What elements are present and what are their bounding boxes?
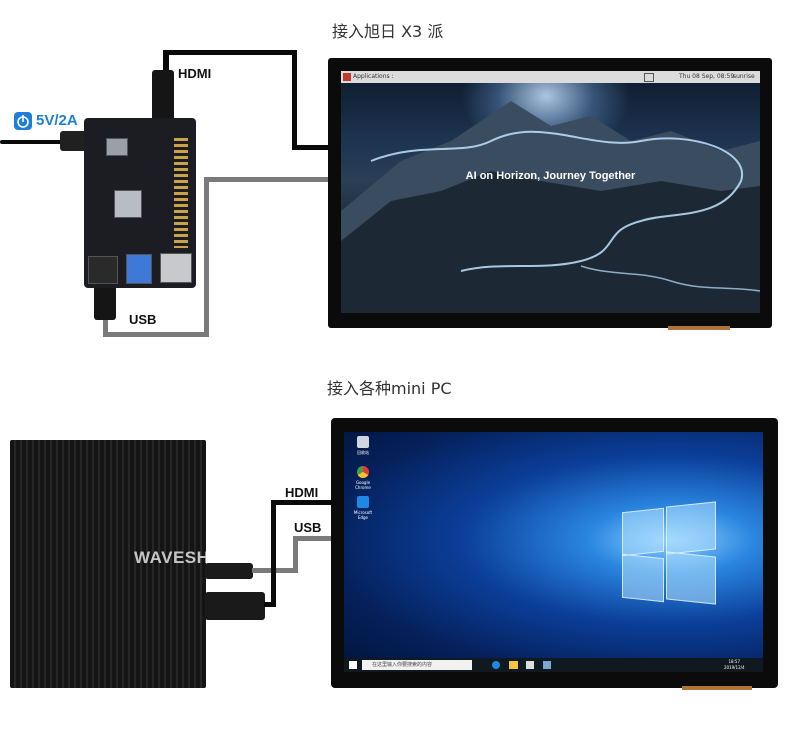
clock-date: 2019/12/4 <box>724 665 745 670</box>
chrome-icon <box>357 466 369 478</box>
windows-logo-pane <box>666 551 716 605</box>
applications-menu[interactable]: Applications : <box>353 73 394 80</box>
windows-logo-pane <box>622 553 664 603</box>
power-label: 5V/2A <box>36 112 78 129</box>
hdmi-label-bottom: HDMI <box>285 485 319 500</box>
gpio-header <box>174 138 188 248</box>
fpc-connector-bottom <box>682 686 752 690</box>
desktop-icon-label: Google Chrome <box>355 480 371 490</box>
taskbar: 在这里输入你要搜索的内容 18:57 2019/12/4 <box>344 658 763 672</box>
recycle-bin-icon <box>357 436 369 448</box>
mountain-range <box>341 101 760 313</box>
windows-logo-pane <box>622 507 664 557</box>
mini-pc <box>10 440 206 688</box>
soc-chip <box>114 190 142 218</box>
power-icon <box>14 112 32 130</box>
desktop-icon-edge[interactable]: Microsoft Edge <box>350 496 376 520</box>
desktop-icon-label: Microsoft Edge <box>353 510 373 520</box>
bottom-section-title: 接入各种mini PC <box>327 379 452 398</box>
hdmi-cable-top-segment <box>292 50 297 149</box>
taskbar-search-box[interactable]: 在这里输入你要搜索的内容 <box>362 660 472 670</box>
usb-cable-top-segment <box>204 177 209 337</box>
watermark-text: WAVESHARE <box>134 548 247 567</box>
hdmi-cable-top-segment <box>163 50 297 55</box>
start-button-icon[interactable] <box>349 661 357 669</box>
app-menu-icon[interactable] <box>343 73 351 81</box>
hdmi-label-top: HDMI <box>178 66 212 81</box>
power-plug <box>60 131 90 151</box>
ethernet-port <box>160 253 192 283</box>
edge-taskbar-icon[interactable] <box>492 661 500 669</box>
usb3-port <box>126 254 152 284</box>
hdmi-plug-bottom <box>205 592 265 620</box>
edge-icon <box>357 496 369 508</box>
hdmi-cable-bottom-segment <box>271 500 333 505</box>
x3-pi-board <box>84 118 196 288</box>
fpc-connector-top <box>668 326 730 330</box>
desktop-icon-recycle-bin[interactable]: 回收站 <box>350 436 376 456</box>
desktop-icon-chrome[interactable]: Google Chrome <box>350 466 376 490</box>
usb-label-top: USB <box>129 312 157 327</box>
user-menu[interactable]: sunrise <box>733 73 755 80</box>
bottom-monitor-screen: 回收站 Google Chrome Microsoft Edge 在这里输入你要… <box>344 432 763 672</box>
usb2-port <box>88 256 118 284</box>
clock-time: 18:57 <box>728 659 741 664</box>
wifi-module <box>106 138 128 156</box>
clock-text: Thu 08 Sep, 08:59 <box>679 73 735 80</box>
hdmi-cable-bottom-segment <box>264 602 276 607</box>
hdmi-cable-bottom-segment <box>271 500 276 607</box>
usb-cable-top-segment <box>204 177 330 182</box>
top-monitor-screen: Applications : Thu 08 Sep, 08:59 sunrise… <box>341 71 760 313</box>
mail-icon[interactable] <box>543 661 551 669</box>
usb-cable-bottom-segment <box>293 536 333 541</box>
desktop-top-bar: Applications : Thu 08 Sep, 08:59 sunrise <box>341 71 760 83</box>
windows-logo-pane <box>666 501 716 555</box>
desktop-icon-label: 回收站 <box>357 450 369 455</box>
usb-cable-bottom-segment <box>293 536 298 573</box>
taskbar-clock[interactable]: 18:57 2019/12/4 <box>724 659 745 671</box>
usb-label-bottom: USB <box>294 520 322 535</box>
store-icon[interactable] <box>526 661 534 669</box>
window-switch-icon[interactable] <box>644 73 654 82</box>
hdmi-plug-top <box>152 70 174 122</box>
slogan-text: AI on Horizon, Journey Together <box>465 170 636 182</box>
file-explorer-icon[interactable] <box>509 661 518 669</box>
hdmi-cable-top-segment <box>163 50 169 80</box>
power-cable <box>0 140 95 144</box>
usb-plug-bottom <box>205 563 253 579</box>
top-section-title: 接入旭日 X3 派 <box>332 22 444 41</box>
usb-cable-top-segment <box>103 332 209 337</box>
hdmi-cable-top-segment <box>292 145 330 150</box>
